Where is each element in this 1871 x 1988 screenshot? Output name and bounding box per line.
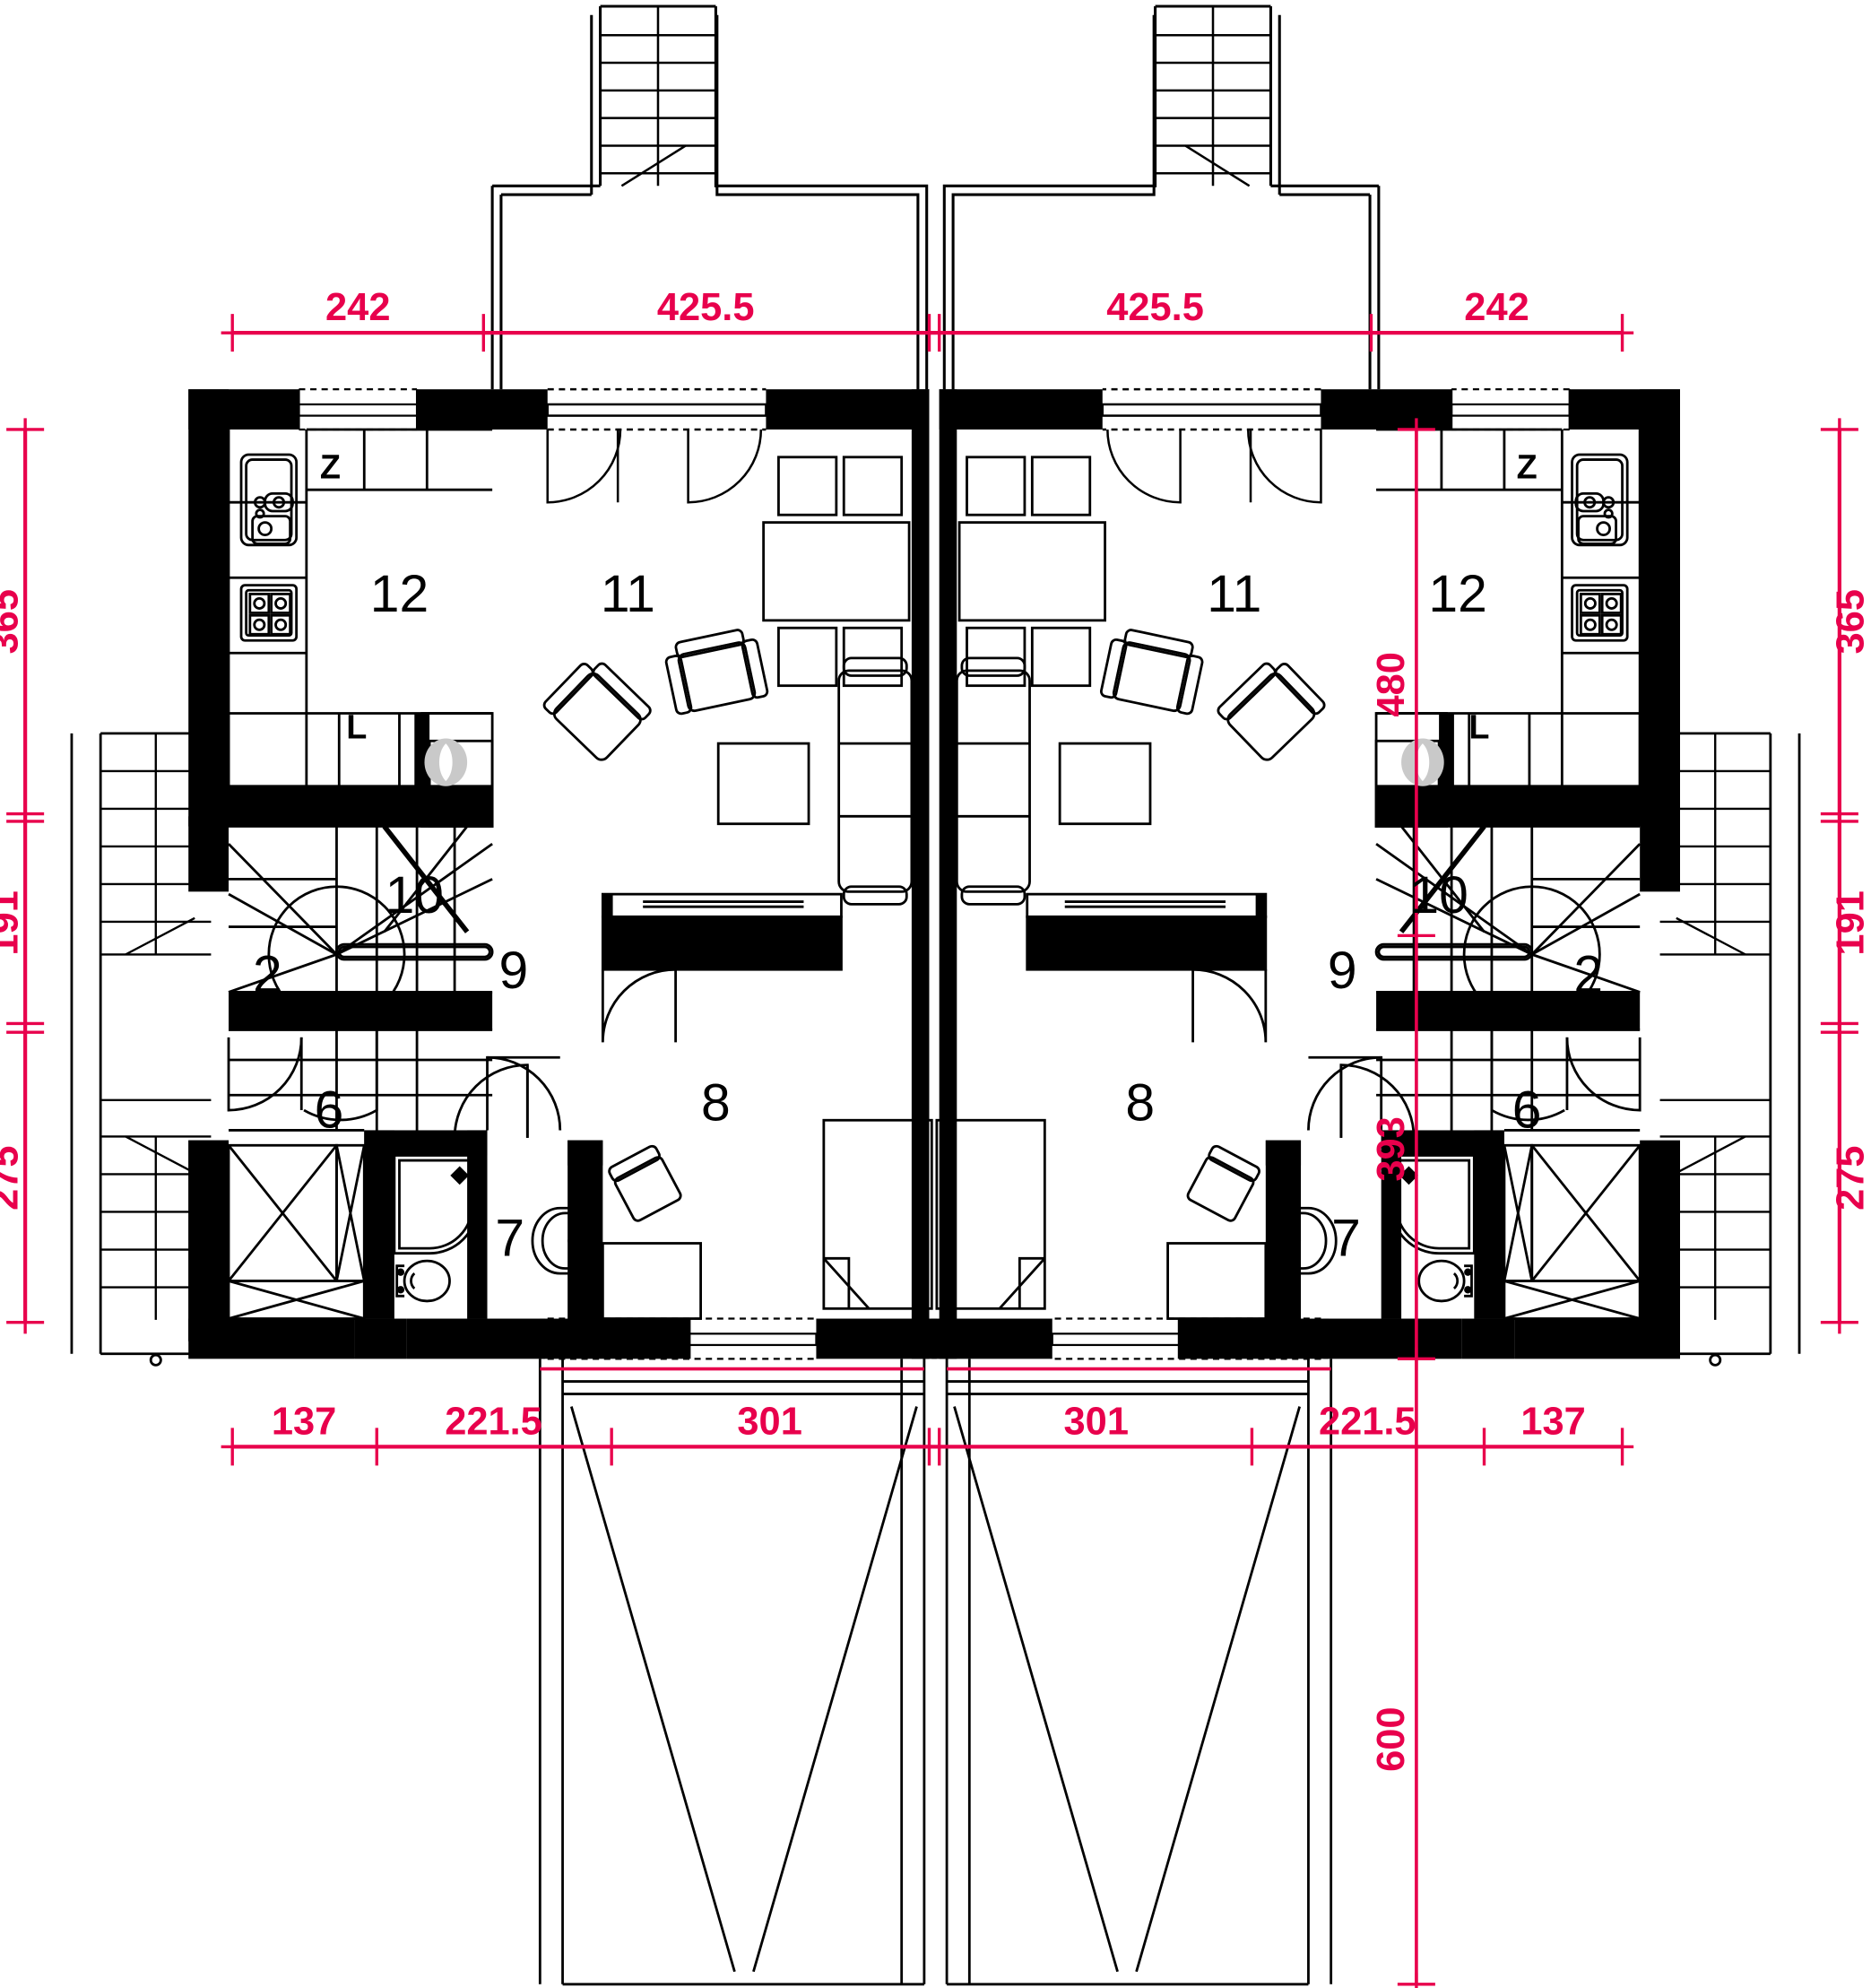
walls [188, 389, 1680, 1359]
terraces [538, 1359, 1333, 1986]
room-label-12-left: 12 [370, 565, 429, 623]
appliance-z-right: Z [1517, 449, 1538, 487]
cooktop-left [239, 584, 299, 642]
toilet-left [395, 1259, 451, 1303]
room-label-9-left: 9 [499, 942, 529, 1000]
room-label-12-right: 12 [1428, 565, 1486, 623]
dim-left-3: 275 [0, 1145, 27, 1210]
dim-center-480: 480 [1370, 652, 1413, 716]
room-label-2-right: 2 [1573, 945, 1603, 1003]
room-label-8-left: 8 [701, 1073, 731, 1132]
hall-partition-right [1026, 892, 1268, 971]
dim-top-4: 242 [1464, 286, 1529, 329]
side-stairs [70, 732, 1801, 1356]
coffee-table-right [1058, 742, 1152, 826]
appliance-l-right: L [1468, 708, 1489, 746]
interior-details [227, 387, 1641, 1360]
window-kitchen-left [298, 388, 419, 431]
dim-top-2: 425.5 [657, 286, 755, 329]
hall-partition-left [601, 892, 843, 971]
dim-center-393: 393 [1370, 1116, 1413, 1181]
dim-right-3: 275 [1829, 1145, 1871, 1210]
dining-set-right [957, 456, 1106, 688]
kitchen-sink-left [239, 453, 299, 547]
entry-porches [490, 4, 1381, 390]
room-numbers: 12 11 10 2 9 6 7 8 12 11 10 2 9 6 7 8 [253, 565, 1603, 1267]
armchairs-right [1099, 629, 1326, 761]
dim-top-1: 242 [325, 286, 390, 329]
room-label-7-left: 7 [495, 1210, 524, 1268]
room-label-9-right: 9 [1328, 942, 1357, 1000]
window-kitchen-right [1450, 388, 1571, 431]
dim-bottom-3: 301 [737, 1400, 801, 1443]
dim-bottom-4: 301 [1064, 1400, 1129, 1443]
dim-top-3: 425.5 [1106, 286, 1204, 329]
entry-door-left [546, 387, 767, 504]
window-bedroom-left [546, 1317, 818, 1360]
room-label-7-right: 7 [1331, 1210, 1361, 1268]
sink-bath-right [1286, 1206, 1338, 1275]
dim-bottom-6: 137 [1520, 1400, 1585, 1443]
washing-machine-right [1401, 738, 1444, 786]
entry-door-right [1101, 387, 1322, 504]
room-label-10-left: 10 [385, 866, 444, 925]
dim-bottom-1: 137 [272, 1400, 336, 1443]
room-label-11-left: 11 [601, 565, 655, 623]
window-bedroom-right [1051, 1317, 1322, 1360]
dim-left-1: 365 [0, 589, 27, 654]
hall-doors-left [453, 968, 677, 1138]
appliance-labels: Z L Z L [320, 449, 1538, 747]
dim-right-2: 191 [1829, 890, 1871, 955]
dining-set-left [762, 456, 911, 688]
room-label-2-left: 2 [253, 945, 282, 1003]
washing-machine-left [424, 738, 468, 786]
dim-bottom-5: 221.5 [1319, 1400, 1416, 1443]
room-label-10-right: 10 [1409, 866, 1468, 925]
room-label-8-right: 8 [1125, 1073, 1155, 1132]
bathroom-right [1286, 1055, 1476, 1303]
bedroom-left-furniture [601, 1118, 933, 1320]
storage-units-right [1503, 1129, 1641, 1320]
bathroom-left [393, 1055, 582, 1303]
armchairs-left [542, 629, 769, 761]
doors-right-utility [1490, 1029, 1641, 1122]
appliance-z-left: Z [320, 449, 341, 487]
toilet-right [1417, 1259, 1473, 1303]
sofa-right [955, 656, 1031, 906]
cooktop-right [1571, 584, 1629, 642]
corner-markers [149, 1353, 1722, 1367]
dim-center-600: 600 [1370, 1706, 1413, 1771]
dimension-labels: 242 425.5 425.5 242 137 221.5 301 301 22… [0, 286, 1871, 1772]
hall-doors-right [1191, 968, 1416, 1138]
doors-left-utility [227, 1029, 378, 1122]
room-label-6-right: 6 [1512, 1081, 1542, 1140]
coffee-table-left [716, 742, 810, 826]
sink-bath-left [531, 1206, 582, 1275]
sofa-left [837, 656, 914, 906]
storage-units-left [227, 1129, 366, 1320]
dim-right-1: 365 [1829, 589, 1871, 654]
appliance-l-left: L [346, 708, 367, 746]
dim-left-2: 191 [0, 890, 27, 955]
room-label-11-right: 11 [1207, 565, 1261, 623]
room-label-6-left: 6 [315, 1081, 344, 1140]
kitchen-sink-right [1571, 453, 1629, 547]
dimension-lines [6, 314, 1858, 1988]
dim-bottom-2: 221.5 [445, 1400, 542, 1443]
